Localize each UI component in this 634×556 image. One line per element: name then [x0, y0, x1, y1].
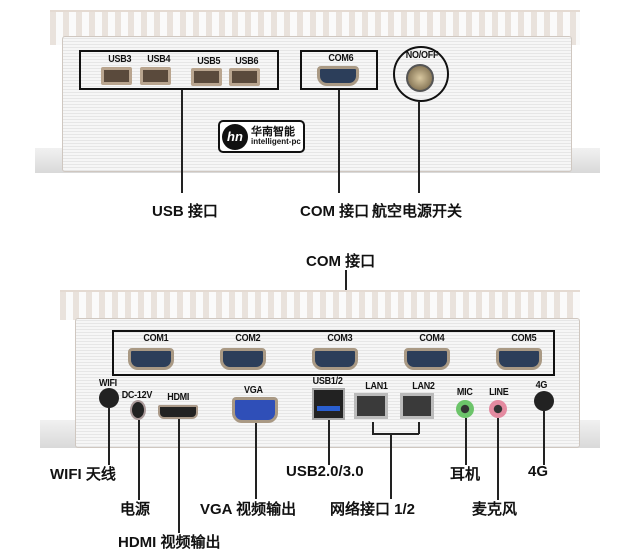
usb-leader-bottom: [328, 420, 330, 465]
wifi-label: WIFI: [98, 378, 117, 389]
lan1-label: LAN1: [365, 381, 388, 392]
com-port-label: COM2: [235, 333, 261, 344]
lan1-port: [354, 393, 388, 419]
com-port-label: COM4: [419, 333, 445, 344]
usb-group: [79, 50, 279, 90]
usb5-label: USB5: [197, 56, 221, 67]
mic-callout: 麦克风: [472, 501, 518, 518]
power-label: NO/OFF: [405, 50, 439, 61]
com-port-label: COM3: [327, 333, 353, 344]
mic-leader: [465, 418, 467, 465]
earphone-callout: 耳机: [450, 466, 481, 483]
wifi-callout: WIFI 天线: [50, 466, 116, 483]
usb6-port: [229, 68, 260, 86]
usb4-label: USB4: [147, 54, 171, 65]
dc-leader: [138, 420, 140, 500]
vga-label: VGA: [244, 385, 263, 396]
com-port: [220, 348, 266, 370]
line-label: LINE: [489, 387, 509, 398]
4g-callout: 4G: [528, 463, 549, 480]
line-leader: [497, 418, 499, 500]
wifi-antenna: [99, 388, 119, 408]
com-top-callout: COM 接口: [306, 253, 376, 270]
mic-jack: [456, 400, 474, 418]
vga-port: [232, 397, 278, 423]
com-callout: COM 接口: [300, 203, 370, 220]
front-plate: [62, 36, 572, 172]
dc-jack: [130, 400, 146, 420]
lan-leader: [390, 433, 392, 499]
logo-mark: hn: [222, 123, 248, 150]
power-button[interactable]: [406, 64, 434, 92]
com6-label: COM6: [328, 53, 354, 64]
power-callout: 航空电源开关: [372, 203, 463, 220]
lan-bridge: [372, 433, 419, 435]
top-device: USB3 USB4 USB5 USB6 COM6 NO/OFF hn 华南智能 …: [0, 0, 634, 230]
com-group: [112, 330, 555, 376]
dc-label: DC-12V: [121, 390, 153, 401]
lan2-label: LAN2: [412, 381, 435, 392]
usb3-label: USB3: [108, 54, 132, 65]
com-leader: [338, 90, 340, 193]
vga-callout: VGA 视频输出: [200, 501, 297, 518]
com-port: [312, 348, 358, 370]
4g-leader: [543, 411, 545, 465]
com-port: [128, 348, 174, 370]
power-switch-ring: [393, 46, 449, 102]
rear-plate: [75, 318, 580, 448]
hdmi-callout: HDMI 视频输出: [118, 534, 221, 551]
usb-callout-bottom: USB2.0/3.0: [286, 463, 364, 480]
mic-label: MIC: [456, 387, 473, 398]
heatsink-fins-bottom: [60, 290, 580, 320]
logo-en: intelligent-pc: [251, 137, 301, 146]
usb5-port: [191, 68, 222, 86]
power-callout-bottom: 电源: [120, 501, 151, 518]
usb6-label: USB6: [235, 56, 259, 67]
com-port: [404, 348, 450, 370]
4g-label: 4G: [535, 380, 548, 391]
usb12-label: USB1/2: [312, 376, 343, 387]
usb4-port: [140, 67, 171, 85]
usb-callout: USB 接口: [152, 203, 218, 220]
com6-port: [317, 66, 359, 86]
line-jack: [489, 400, 507, 418]
4g-antenna: [534, 391, 554, 411]
brand-logo: hn 华南智能 intelligent-pc: [218, 120, 305, 153]
com-port-label: COM1: [143, 333, 169, 344]
lan2-leader: [418, 422, 420, 434]
usb3-port: [101, 67, 132, 85]
vga-leader: [255, 423, 257, 499]
logo-cn: 华南智能: [251, 126, 295, 138]
hdmi-leader: [178, 419, 180, 533]
lan1-leader: [372, 422, 374, 434]
com6-group: [300, 50, 378, 90]
hdmi-port: [158, 405, 198, 419]
usb-leader: [181, 90, 183, 193]
wifi-leader: [108, 408, 110, 465]
com-port: [496, 348, 542, 370]
hdmi-label: HDMI: [167, 392, 190, 403]
com-port-label: COM5: [511, 333, 537, 344]
usb12-port: [312, 388, 345, 420]
lan-callout: 网络接口 1/2: [330, 501, 416, 518]
lan2-port: [400, 393, 434, 419]
power-leader: [418, 102, 420, 193]
